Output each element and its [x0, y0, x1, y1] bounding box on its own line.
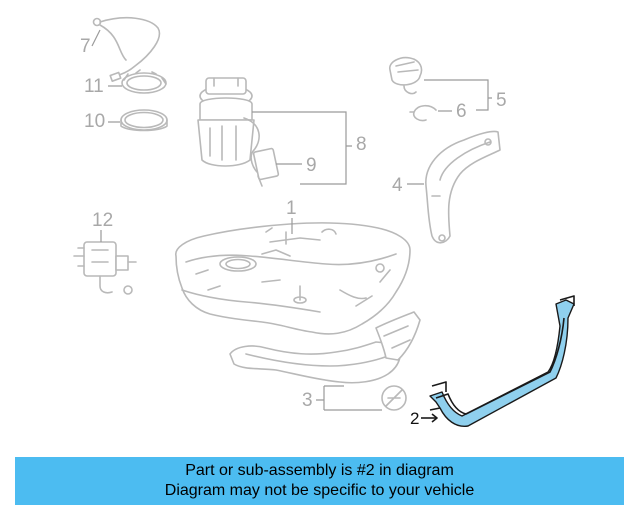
- banner-disclaimer-line: Diagram may not be specific to your vehi…: [164, 482, 475, 499]
- callout-4: 4: [392, 175, 403, 196]
- part-3-tank-shields[interactable]: [229, 311, 421, 411]
- info-banner: Part or sub-assembly is #2 in diagram Di…: [15, 457, 624, 505]
- banner-part-line: Part or sub-assembly is #2 in diagram: [185, 462, 454, 479]
- callout-9: 9: [306, 155, 317, 176]
- callout-11: 11: [84, 76, 104, 97]
- callout-2: 2: [410, 409, 419, 428]
- part-4-heat-shield[interactable]: [425, 130, 501, 244]
- callout-3: 3: [302, 390, 313, 411]
- part-2-tank-strap[interactable]: [429, 295, 575, 427]
- parts-diagram: 7 11 10 8 9 5 6: [73, 16, 575, 428]
- callout-10: 10: [84, 111, 105, 132]
- callout-6: 6: [456, 101, 467, 122]
- callout-5: 5: [496, 90, 507, 111]
- part-6-clip[interactable]: [409, 104, 437, 122]
- part-1-fuel-tank[interactable]: [175, 222, 411, 335]
- part-7-wire-harness[interactable]: [92, 16, 161, 82]
- callout-12: 12: [92, 210, 113, 231]
- callout-7: 7: [80, 36, 91, 57]
- part-8-fuel-pump-module[interactable]: [197, 77, 280, 187]
- part-5-filler-cap[interactable]: [389, 56, 423, 95]
- part-10-seal[interactable]: [120, 109, 168, 132]
- callout-1: 1: [286, 198, 297, 219]
- part-12-pressure-sensor[interactable]: [73, 241, 137, 295]
- callout-8: 8: [356, 134, 367, 155]
- part-11-lock-ring[interactable]: [121, 69, 167, 94]
